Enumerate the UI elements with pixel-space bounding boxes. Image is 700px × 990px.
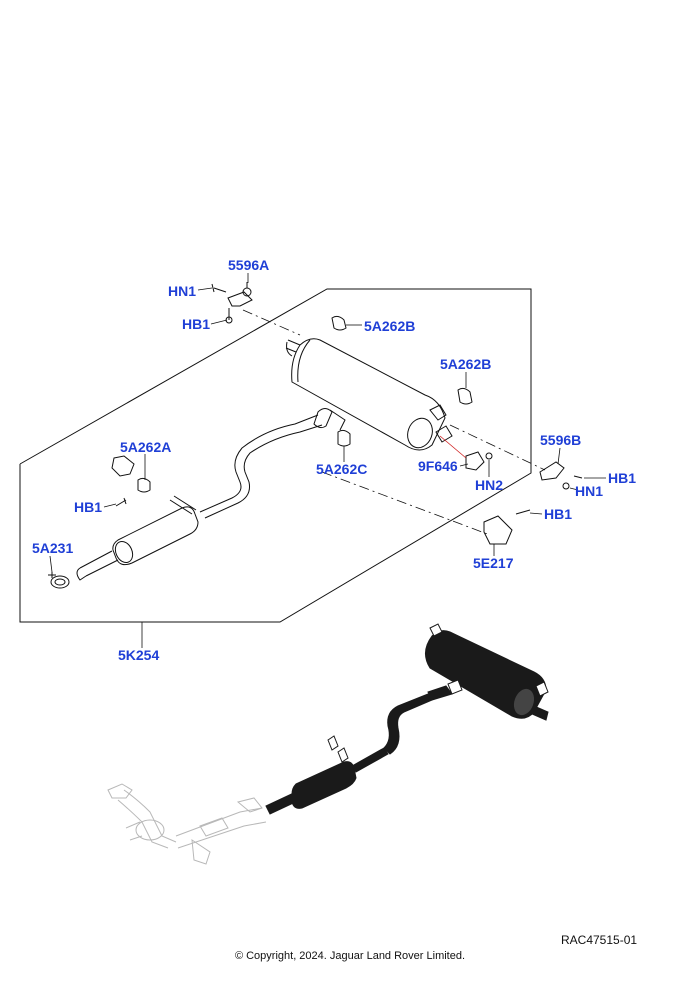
callout-HN2[interactable]: HN2 — [475, 477, 503, 493]
overview-illustration — [107, 623, 549, 865]
callout-5A231[interactable]: 5A231 — [32, 540, 73, 556]
callout-5K254[interactable]: 5K254 — [118, 647, 159, 663]
callout-HB1-right[interactable]: HB1 — [608, 470, 636, 486]
callout-5A262B-right[interactable]: 5A262B — [440, 356, 491, 372]
bolt-HB1-left — [115, 497, 127, 507]
hanger-5596A — [211, 282, 253, 324]
callout-5596B[interactable]: 5596B — [540, 432, 581, 448]
callout-HB1-lower[interactable]: HB1 — [544, 506, 572, 522]
clamp-5A262B-top — [331, 315, 347, 331]
leader-lines — [49, 273, 606, 573]
callout-9F646[interactable]: 9F646 — [418, 458, 458, 474]
callout-HB1-top[interactable]: HB1 — [182, 316, 210, 332]
callout-5A262A[interactable]: 5A262A — [120, 439, 171, 455]
sensor-9F646 — [439, 435, 493, 471]
copyright-notice: © Copyright, 2024. Jaguar Land Rover Lim… — [234, 950, 466, 962]
front-muffler — [48, 495, 199, 589]
clamp-5A262A — [111, 455, 151, 493]
clamp-5A262B-right — [457, 387, 473, 405]
hanger-5596B — [539, 461, 583, 490]
rear-muffler — [285, 338, 453, 451]
callout-5A262C[interactable]: 5A262C — [316, 461, 367, 477]
diagram-reference-number: RAC47515-01 — [561, 933, 638, 947]
intermediate-pipe — [199, 408, 346, 519]
callout-HN1-top[interactable]: HN1 — [168, 283, 196, 299]
callout-HB1-left[interactable]: HB1 — [74, 499, 102, 515]
callout-5A262B-top[interactable]: 5A262B — [364, 318, 415, 334]
callout-HN1-right[interactable]: HN1 — [575, 483, 603, 499]
callout-5E217[interactable]: 5E217 — [473, 555, 514, 571]
clamp-5A262C — [337, 429, 351, 447]
assembly-outline — [19, 288, 532, 623]
bracket-5E217 — [483, 509, 531, 545]
callout-5596A[interactable]: 5596A — [228, 257, 269, 273]
